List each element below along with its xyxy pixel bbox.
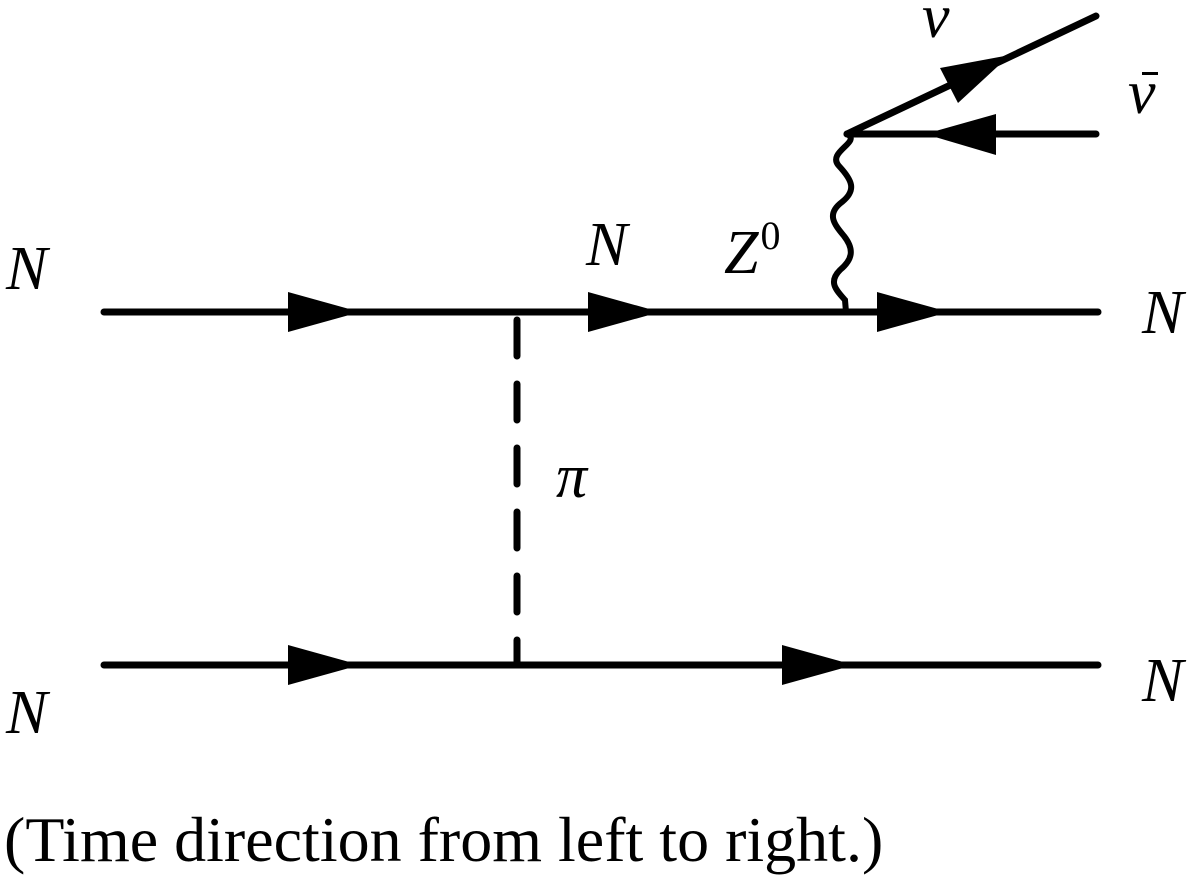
- label-outgoing-bottom-N: N: [1142, 647, 1184, 715]
- z-boson-propagator: [829, 131, 855, 315]
- label-z-boson: Z0: [724, 216, 780, 287]
- caption: (Time direction from left to right.): [4, 804, 884, 875]
- label-intermediate-N: N: [586, 211, 628, 279]
- z-superscript: 0: [760, 213, 781, 258]
- label-outgoing-top-N: N: [1142, 279, 1184, 347]
- label-pion: π: [556, 443, 588, 511]
- arrow-neutrino: [940, 55, 1010, 103]
- arrow-top-2: [588, 292, 660, 332]
- arrow-bottom-1: [288, 645, 360, 685]
- arrow-top-3: [877, 292, 949, 332]
- z-symbol: Z: [724, 219, 759, 287]
- label-neutrino: ν: [922, 0, 950, 51]
- arrow-top-1: [288, 292, 360, 332]
- label-incoming-top-N: N: [6, 235, 48, 303]
- label-incoming-bottom-N: N: [6, 679, 48, 747]
- arrow-antineutrino: [925, 114, 996, 155]
- arrow-bottom-2: [782, 645, 854, 685]
- label-antineutrino: ν: [1128, 59, 1158, 127]
